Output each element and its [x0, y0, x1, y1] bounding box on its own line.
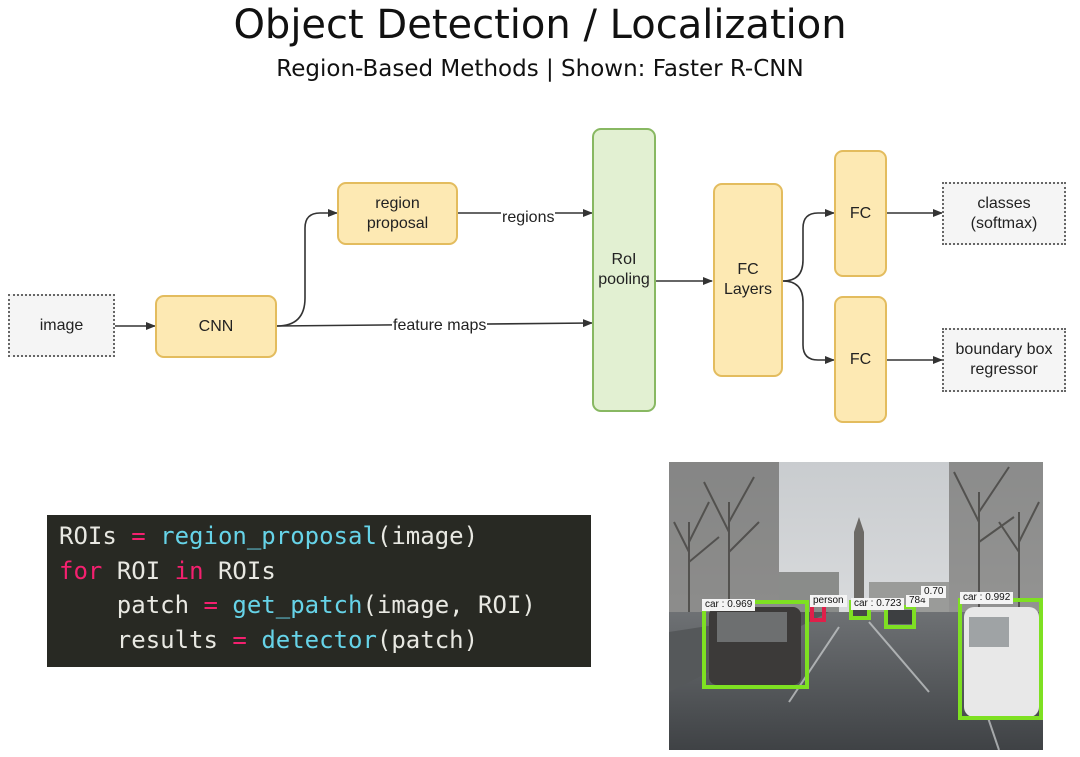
node-roi-pooling: RoI pooling: [592, 128, 656, 412]
edge-label-feature-maps: feature maps: [392, 317, 488, 335]
detection-photo: car : 0.969 person car : 0.723 784 0.70 …: [669, 462, 1043, 750]
node-classes: classes (softmax): [942, 182, 1066, 245]
code-line-1: ROIs = region_proposal(image): [59, 522, 479, 550]
node-cnn: CNN: [155, 295, 277, 358]
node-fc-bottom: FC: [834, 296, 887, 423]
arrow-cnn-to-region-proposal: [276, 209, 338, 327]
detection-label-car-mid2: 784: [906, 595, 929, 607]
detection-label-car-right: car : 0.992: [960, 592, 1014, 604]
edge-label-regions: regions: [501, 209, 556, 227]
code-line-2: for ROI in ROIs: [59, 556, 276, 585]
detection-label-car-left: car : 0.969: [702, 599, 756, 611]
node-fc-layers: FC Layers: [713, 183, 783, 377]
arrow-fc-layers-to-fc-top: [782, 209, 835, 282]
page-title: Object Detection / Localization: [233, 2, 847, 48]
node-bbox-regressor: boundary box regressor: [942, 328, 1066, 392]
detection-label-person: person: [810, 595, 847, 607]
node-image: image: [8, 294, 115, 357]
arrow-fc-layers-to-fc-bottom: [782, 280, 835, 364]
code-block: ROIs = region_proposal(image) for ROI in…: [47, 515, 591, 667]
detection-label-car-far: 0.70: [921, 586, 947, 598]
code-line-3: patch = get_patch(image, ROI): [116, 591, 536, 619]
code-line-4: results = detector(patch): [116, 625, 479, 654]
page-subtitle: Region-Based Methods | Shown: Faster R-C…: [276, 56, 804, 82]
node-fc-top: FC: [834, 150, 887, 277]
detection-label-car-mid: car : 0.723: [851, 598, 905, 610]
node-region-proposal: region proposal: [337, 182, 458, 245]
